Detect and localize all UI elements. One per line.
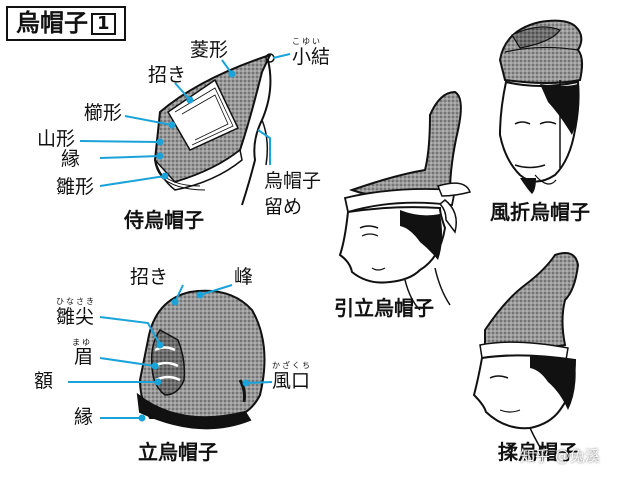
label-yamagata: 山形 xyxy=(37,128,76,150)
samurai-leader-lines xyxy=(79,53,291,187)
label-hishigata: 菱形 xyxy=(190,39,229,61)
label-fuchi-samurai: 縁 xyxy=(61,148,81,170)
label-fuchi-tate: 縁 xyxy=(74,406,94,428)
caption-samurai-eboshi: 侍烏帽子 xyxy=(124,208,204,232)
ruby-mayu: まゆ xyxy=(72,338,92,347)
label-tome-2: 留め xyxy=(264,196,303,218)
label-mayu: 眉 xyxy=(74,346,94,368)
label-mine: 峰 xyxy=(234,266,254,288)
label-kazaguchi: 風口 xyxy=(272,370,311,392)
title-text: 烏帽子 xyxy=(16,9,88,37)
ruby-kazaguchi: かざくち xyxy=(272,361,312,370)
caption-hikitate-eboshi: 引立烏帽子 xyxy=(334,296,434,320)
label-kushigata: 櫛形 xyxy=(84,102,123,124)
hikitate-eboshi-figure xyxy=(338,90,471,311)
watermark: 知乎 @兔溪 xyxy=(520,447,600,465)
label-tome-1: 烏帽子 xyxy=(264,170,322,192)
caption-tate-eboshi: 立烏帽子 xyxy=(138,440,218,464)
ruby-hinasaki: ひなさき xyxy=(56,297,96,306)
ruby-kogiri: こゆい xyxy=(292,37,322,46)
label-maneki-samurai: 招き xyxy=(148,64,187,86)
kazaori-eboshi-figure xyxy=(498,19,584,194)
tate-leader-lines xyxy=(68,284,273,422)
label-maneki-tate: 招き xyxy=(130,266,169,288)
label-hitai: 額 xyxy=(34,370,54,392)
tate-eboshi-illustration xyxy=(136,289,266,430)
caption-kazaori-eboshi: 風折烏帽子 xyxy=(490,200,590,224)
label-kogiri: 小結 xyxy=(292,46,331,68)
caption-momi-eboshi: 揉烏帽子 xyxy=(498,440,578,464)
label-hinagata: 雛形 xyxy=(56,176,95,198)
label-hinasaki: 雛尖 xyxy=(56,306,95,328)
title-number: 1 xyxy=(91,13,116,35)
momi-eboshi-figure xyxy=(472,252,580,456)
